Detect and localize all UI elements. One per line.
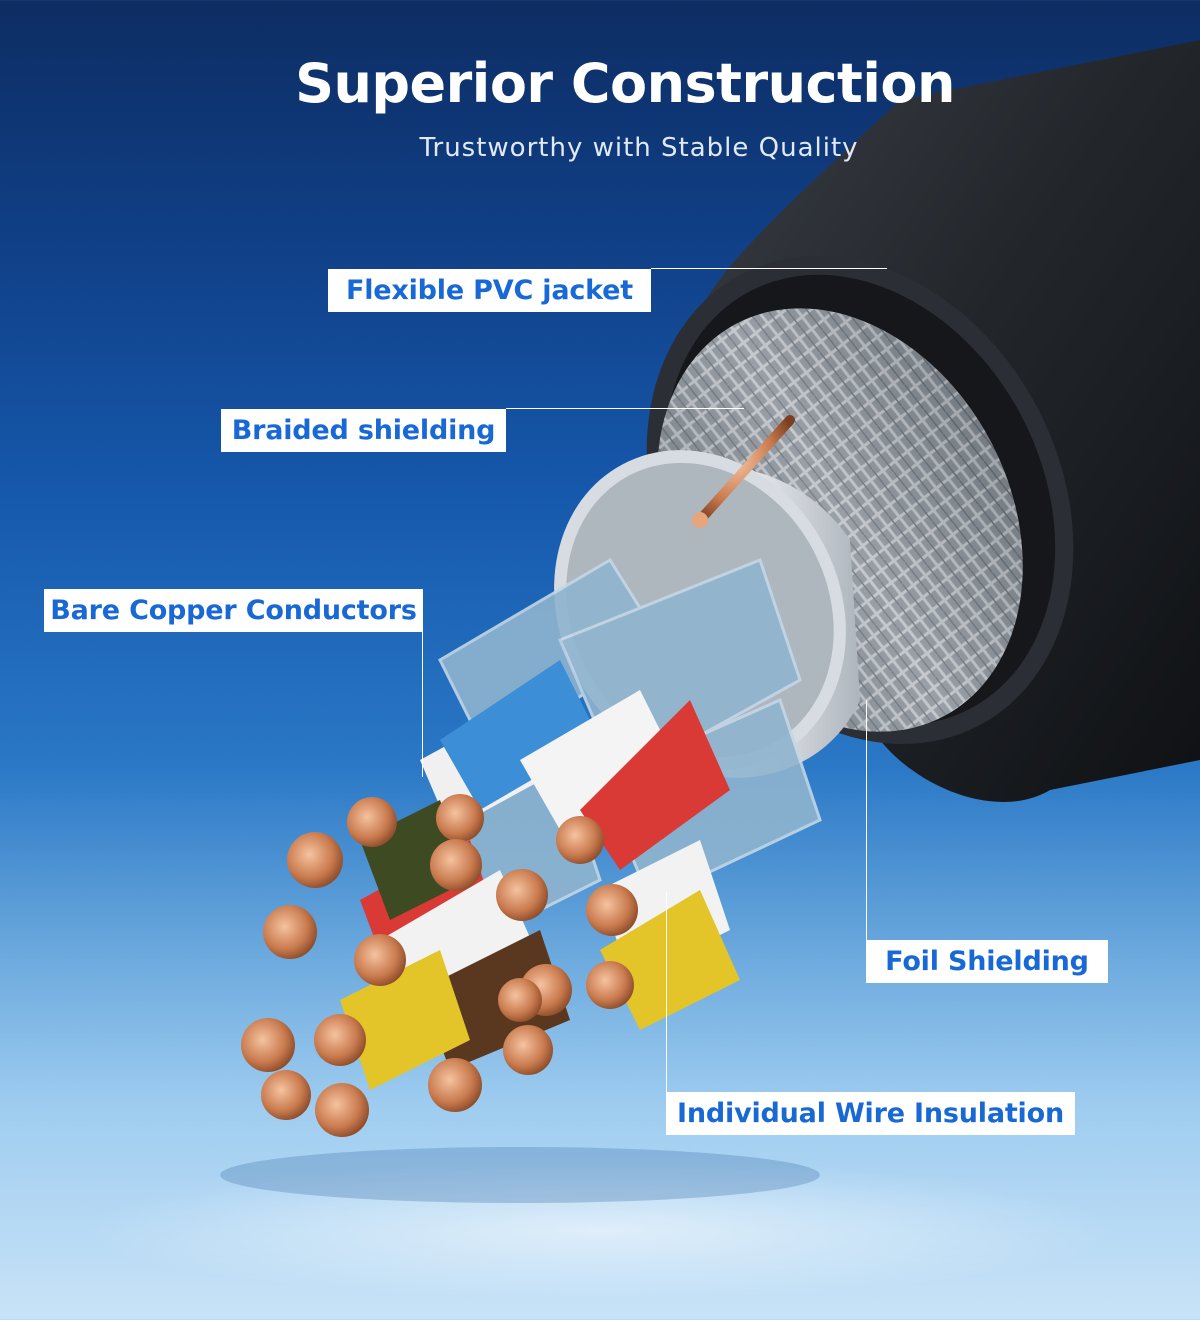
leader-line-insulation bbox=[666, 892, 667, 1092]
leader-line-copper bbox=[422, 632, 423, 777]
copper-conductors bbox=[241, 794, 638, 1137]
callout-braided-shielding: Braided shielding bbox=[221, 409, 506, 452]
leader-line-foil bbox=[866, 700, 867, 940]
leader-line-braid bbox=[506, 408, 744, 409]
floor-reflection bbox=[80, 1160, 1120, 1300]
callout-foil-shielding: Foil Shielding bbox=[866, 940, 1108, 983]
cable-shadow bbox=[220, 1147, 820, 1203]
callout-flexible-pvc-jacket: Flexible PVC jacket bbox=[328, 269, 651, 312]
page-subtitle: Trustworthy with Stable Quality bbox=[419, 133, 859, 163]
leader-line-jacket bbox=[651, 268, 887, 269]
callout-individual-wire-insulation: Individual Wire Insulation bbox=[666, 1092, 1075, 1135]
callout-bare-copper-conductors: Bare Copper Conductors bbox=[44, 589, 423, 632]
page-title: Superior Construction bbox=[295, 52, 955, 115]
